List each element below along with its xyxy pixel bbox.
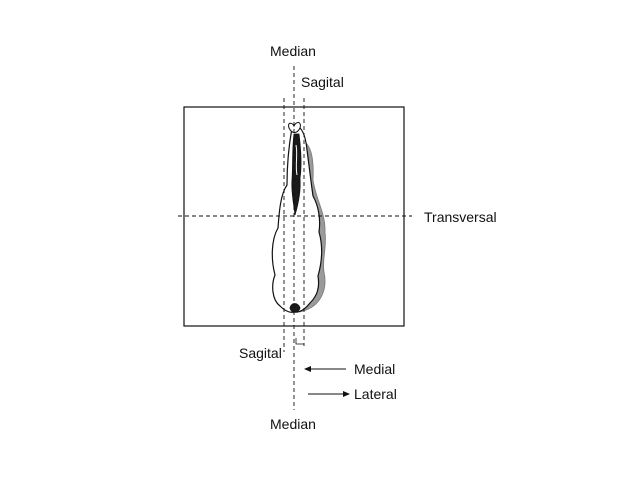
bottom-bracket	[295, 338, 304, 345]
lateral-arrow-head-icon	[343, 391, 350, 397]
label-sagital-top: Sagital	[301, 74, 344, 90]
label-sagital-bottom: Sagital	[239, 345, 282, 361]
specimen-top-loop	[288, 122, 301, 133]
core-highlight	[295, 144, 298, 176]
label-medial: Medial	[354, 361, 396, 377]
medial-arrow-head-icon	[304, 366, 311, 372]
label-median-top: Median	[270, 43, 316, 59]
label-median-bottom: Median	[270, 416, 316, 432]
label-transversal: Transversal	[424, 209, 497, 225]
label-lateral: Lateral	[354, 386, 397, 402]
specimen-bottom-tip	[289, 303, 301, 313]
